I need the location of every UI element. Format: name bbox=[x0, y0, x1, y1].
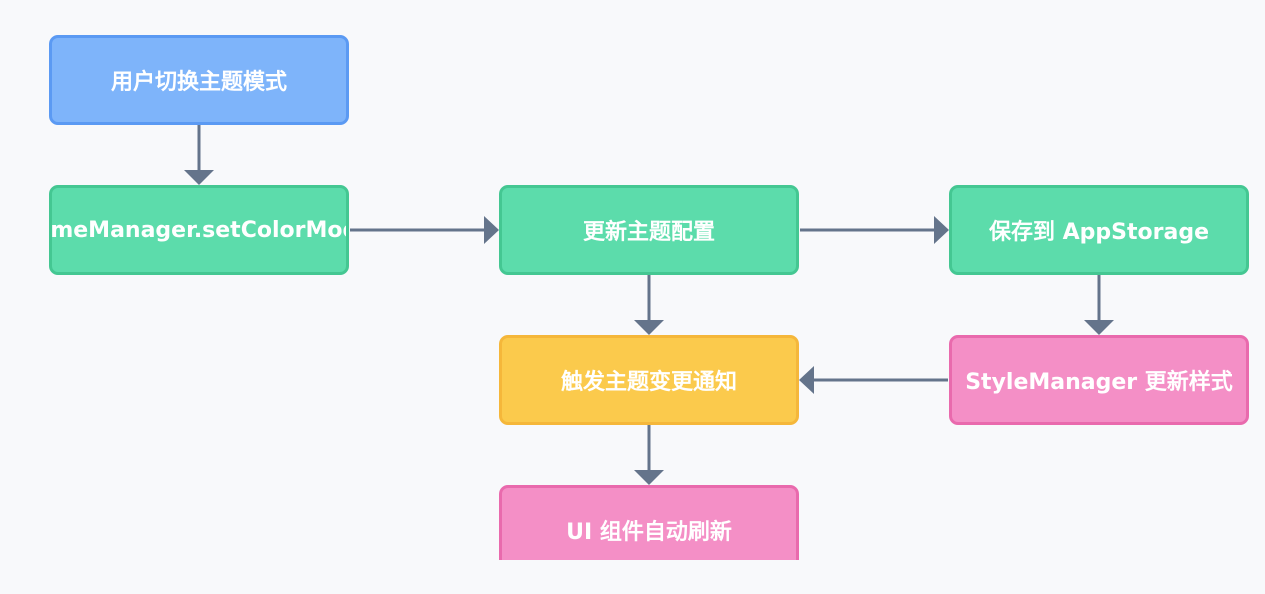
node-update-theme-config: 更新主题配置 bbox=[499, 185, 799, 275]
arrowhead-update-to-trigger bbox=[634, 320, 664, 335]
arrowhead-style-to-trigger bbox=[799, 366, 814, 394]
node-label: ThemeManager.setColorMode() bbox=[50, 217, 346, 243]
node-label: StyleManager 更新样式 bbox=[965, 370, 1233, 395]
node-label: UI 组件自动刷新 bbox=[566, 520, 732, 545]
node-trigger-theme-change-notification: 触发主题变更通知 bbox=[499, 335, 799, 425]
node-stylemanager-update-styles: StyleManager 更新样式 bbox=[949, 335, 1249, 425]
node-switch-theme-mode: 用户切换主题模式 bbox=[49, 35, 349, 125]
diagram-viewport: 用户切换主题模式 ThemeManager.setColorMode() 更新主… bbox=[49, 35, 1249, 560]
arrowhead-update-to-save bbox=[934, 216, 949, 244]
arrowhead-switch-to-setmode bbox=[184, 170, 214, 185]
arrowhead-setmode-to-update bbox=[484, 216, 499, 244]
node-set-color-mode: ThemeManager.setColorMode() bbox=[49, 185, 349, 275]
node-label: 用户切换主题模式 bbox=[110, 70, 287, 95]
arrowhead-trigger-to-ui bbox=[634, 470, 664, 485]
node-label: 触发主题变更通知 bbox=[560, 370, 737, 395]
node-label: 保存到 AppStorage bbox=[988, 220, 1210, 245]
arrowhead-save-to-style bbox=[1084, 320, 1114, 335]
node-save-to-appstorage: 保存到 AppStorage bbox=[949, 185, 1249, 275]
node-ui-components-auto-refresh: UI 组件自动刷新 bbox=[499, 485, 799, 560]
node-label: 更新主题配置 bbox=[582, 220, 715, 245]
